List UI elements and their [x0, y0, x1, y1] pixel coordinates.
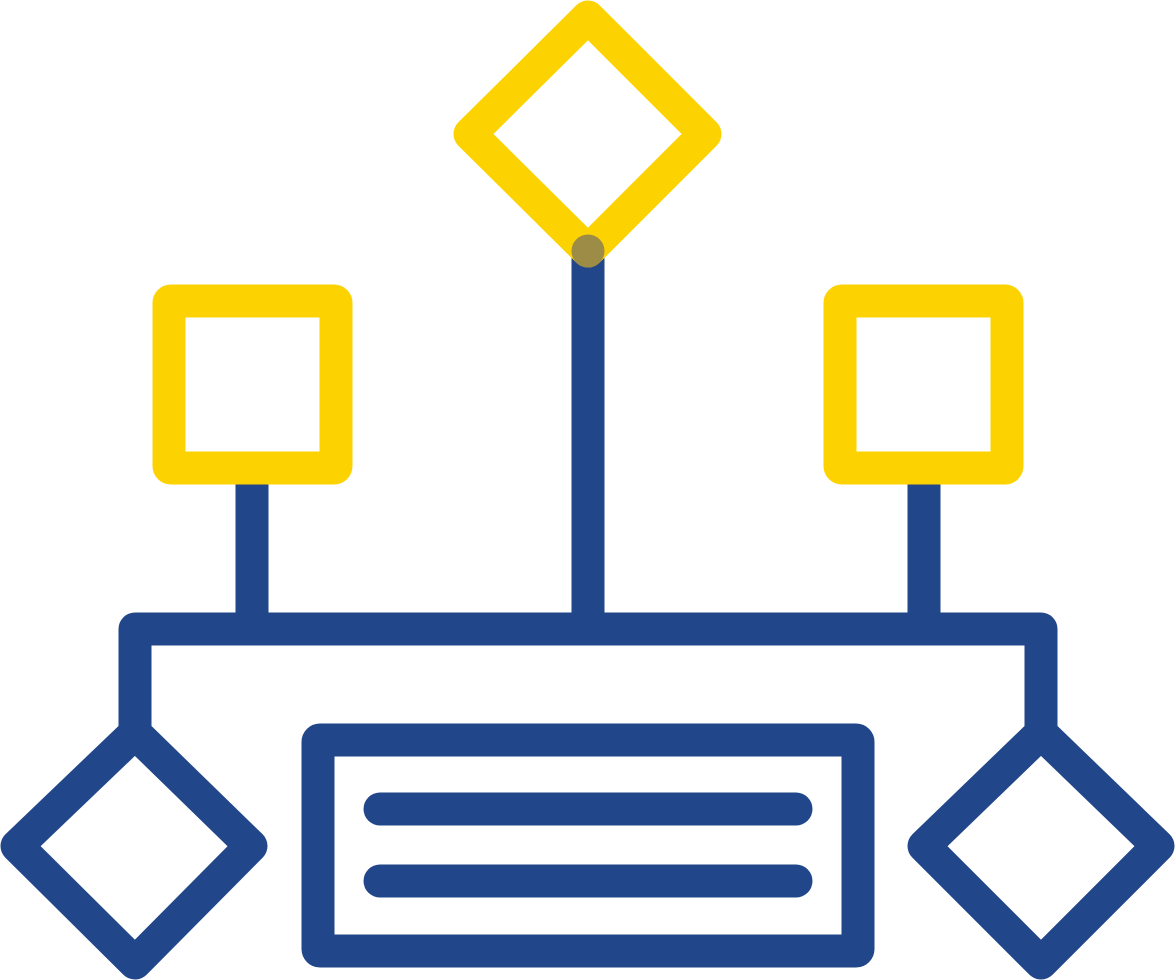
- document-box: [301, 723, 875, 968]
- left-square: [152, 284, 353, 485]
- right-square: [823, 284, 1024, 485]
- bottom-left-diamond: [0, 716, 268, 980]
- top-diamond: [453, 0, 722, 268]
- horizontal-bus-line: [118, 612, 1058, 750]
- junction-dot: [571, 234, 605, 268]
- bottom-right-diamond: [907, 716, 1175, 980]
